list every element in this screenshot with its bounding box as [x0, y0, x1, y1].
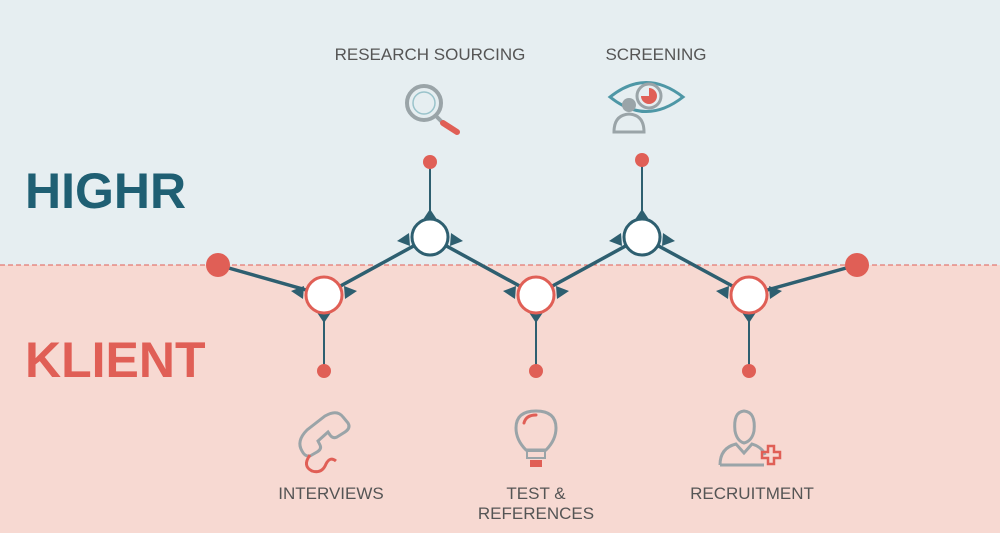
research-node: [397, 209, 463, 257]
zone-label-highr: HIGHR: [25, 163, 186, 219]
eye-person-icon: [607, 81, 686, 134]
step-label-screening: SCREENING: [605, 45, 706, 64]
recruitment-end-dot: [742, 364, 756, 378]
klient-zone-background: [0, 265, 1000, 533]
step-label-interviews: INTERVIEWS: [278, 484, 383, 503]
person-plus-icon: [718, 409, 782, 467]
test-node: [503, 275, 569, 323]
lightbulb-icon: [514, 409, 558, 467]
screening-node: [609, 209, 675, 257]
step-label-recruitment: RECRUITMENT: [690, 484, 814, 503]
highr-zone-background: [0, 0, 1000, 265]
recruitment-node: [716, 275, 782, 323]
path-start-dot: [206, 253, 230, 277]
step-label-test-line1: TEST &: [506, 484, 566, 503]
interviews-end-dot: [317, 364, 331, 378]
path-end-dot: [845, 253, 869, 277]
phone-icon: [298, 411, 351, 474]
step-label-test-line2: REFERENCES: [478, 504, 594, 523]
zone-label-klient: KLIENT: [25, 332, 206, 388]
interviews-node: [291, 275, 357, 323]
research-end-dot: [423, 155, 437, 169]
screening-end-dot: [635, 153, 649, 167]
magnifier-icon: [405, 84, 460, 135]
test-end-dot: [529, 364, 543, 378]
step-label-research: RESEARCH SOURCING: [335, 45, 526, 64]
